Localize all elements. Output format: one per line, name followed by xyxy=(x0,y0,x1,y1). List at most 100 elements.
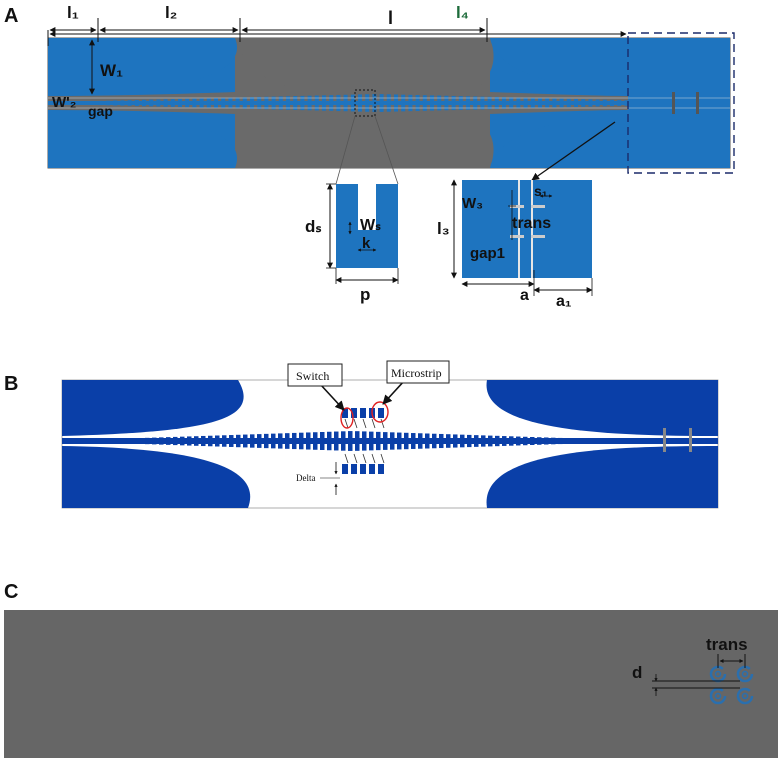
dim-l3: l₃ xyxy=(437,219,450,238)
spoof-tooth xyxy=(425,433,430,449)
spoof-tooth xyxy=(544,437,549,445)
microstrip-label-box xyxy=(386,360,450,384)
spoof-tooth xyxy=(180,436,185,446)
spoof-tooth xyxy=(257,434,262,448)
spoof-tooth xyxy=(473,96,478,110)
spoof-tooth xyxy=(488,435,493,447)
dim-w1: W₁ xyxy=(100,61,123,80)
spoof-tooth xyxy=(235,97,240,109)
spoof-tooth xyxy=(131,438,136,444)
spoof-tooth xyxy=(173,436,178,446)
panel-a-unit-cell-highlight xyxy=(354,89,376,117)
panel-b-top-right-ground xyxy=(486,380,718,436)
microstrip-patch xyxy=(360,408,366,418)
spoof-tooth xyxy=(192,98,197,108)
panel-a-transition-stub-2 xyxy=(696,92,699,114)
spoof-tooth xyxy=(134,100,139,106)
spoof-tooth xyxy=(229,435,234,447)
spoof-tooth xyxy=(329,95,334,111)
spoof-tooth xyxy=(117,438,122,444)
switch-element xyxy=(344,418,349,429)
spoof-tooth xyxy=(494,97,499,109)
spoof-tooth xyxy=(530,437,535,445)
spoof-tooth xyxy=(185,98,190,108)
dim-w2: W'₂ xyxy=(52,94,76,111)
spoof-tooth xyxy=(523,436,528,446)
transition-body xyxy=(462,180,592,278)
panel-c-trans: trans xyxy=(706,635,748,654)
microstrip-label: Microstrip xyxy=(391,366,442,380)
spoof-tooth xyxy=(215,435,220,447)
spoof-tooth xyxy=(206,98,211,108)
spoof-tooth xyxy=(588,99,593,107)
spoof-tooth xyxy=(306,432,311,450)
spoof-tooth xyxy=(538,98,542,108)
panel-b-bottom-left-ground xyxy=(62,446,251,508)
spoof-tooth xyxy=(502,436,507,446)
spoof-tooth xyxy=(586,438,591,444)
spoof-tooth xyxy=(565,438,570,444)
spoof-tooth xyxy=(432,433,437,449)
dim-trans: trans xyxy=(512,215,551,232)
spoof-tooth xyxy=(537,437,542,445)
spoof-tooth xyxy=(487,96,492,110)
panel-a-top-dimensions xyxy=(47,18,627,46)
spoof-tooth xyxy=(201,435,206,447)
spoof-tooth xyxy=(91,101,96,105)
dim-ws: Wₛ xyxy=(360,217,381,234)
panel-a-device xyxy=(47,32,735,185)
spoof-tooth xyxy=(278,433,283,449)
spoof-tooth xyxy=(466,96,470,110)
microstrip-patch xyxy=(369,464,375,474)
spoof-tooth xyxy=(163,99,168,107)
dim-gap1: gap1 xyxy=(470,245,505,262)
switch-element xyxy=(353,453,358,464)
spoof-tooth xyxy=(98,100,103,106)
spoof-tooth xyxy=(617,100,622,106)
spoof-tooth xyxy=(278,96,283,110)
spoof-tooth xyxy=(610,99,614,107)
spoof-tooth xyxy=(152,437,157,445)
spoof-tooth xyxy=(418,433,423,449)
spoof-tooth xyxy=(222,435,227,447)
panel-b-device xyxy=(61,379,719,509)
spoof-tooth xyxy=(208,435,213,447)
microstrip-patch xyxy=(342,408,348,418)
panel-a-top-left-ground xyxy=(48,38,238,96)
panel-a-bottom-right-ground xyxy=(490,110,730,168)
spoof-tooth xyxy=(194,436,199,446)
spoof-tooth xyxy=(336,94,341,112)
spoof-tooth xyxy=(199,98,204,108)
spoof-tooth xyxy=(572,438,577,444)
spoof-tooth xyxy=(106,100,110,106)
dim-s1: s₁ xyxy=(534,183,548,199)
spoof-tooth xyxy=(579,438,584,444)
panel-a-spoof-teeth xyxy=(70,94,629,112)
ring-resonator-3 xyxy=(709,687,727,705)
spoof-tooth xyxy=(307,95,312,111)
spoof-tooth xyxy=(242,97,247,109)
spoof-tooth xyxy=(530,97,535,109)
spoof-tooth xyxy=(386,94,391,112)
spoof-tooth xyxy=(502,97,506,109)
spoof-tooth xyxy=(327,431,332,451)
dim-ds: dₛ xyxy=(305,217,322,236)
delta-label: Delta xyxy=(296,473,316,483)
panel-b-microstrip-patches xyxy=(342,408,385,474)
spoof-tooth xyxy=(159,437,164,445)
dim-a1: a₁ xyxy=(556,293,572,310)
spoof-tooth xyxy=(566,98,571,108)
microstrip-patch xyxy=(351,464,357,474)
switch-label: Switch xyxy=(296,369,329,383)
spoof-tooth xyxy=(286,96,290,110)
unit-cell-slot xyxy=(358,184,376,230)
spoof-tooth xyxy=(379,94,384,112)
spoof-tooth xyxy=(365,94,370,112)
spoof-tooth xyxy=(446,434,451,448)
spoof-tooth xyxy=(187,436,192,446)
spoof-tooth xyxy=(509,436,514,446)
spoof-tooth xyxy=(243,434,248,448)
spoof-tooth xyxy=(264,96,269,110)
spoof-tooth xyxy=(178,98,182,108)
spoof-tooth xyxy=(480,96,485,110)
